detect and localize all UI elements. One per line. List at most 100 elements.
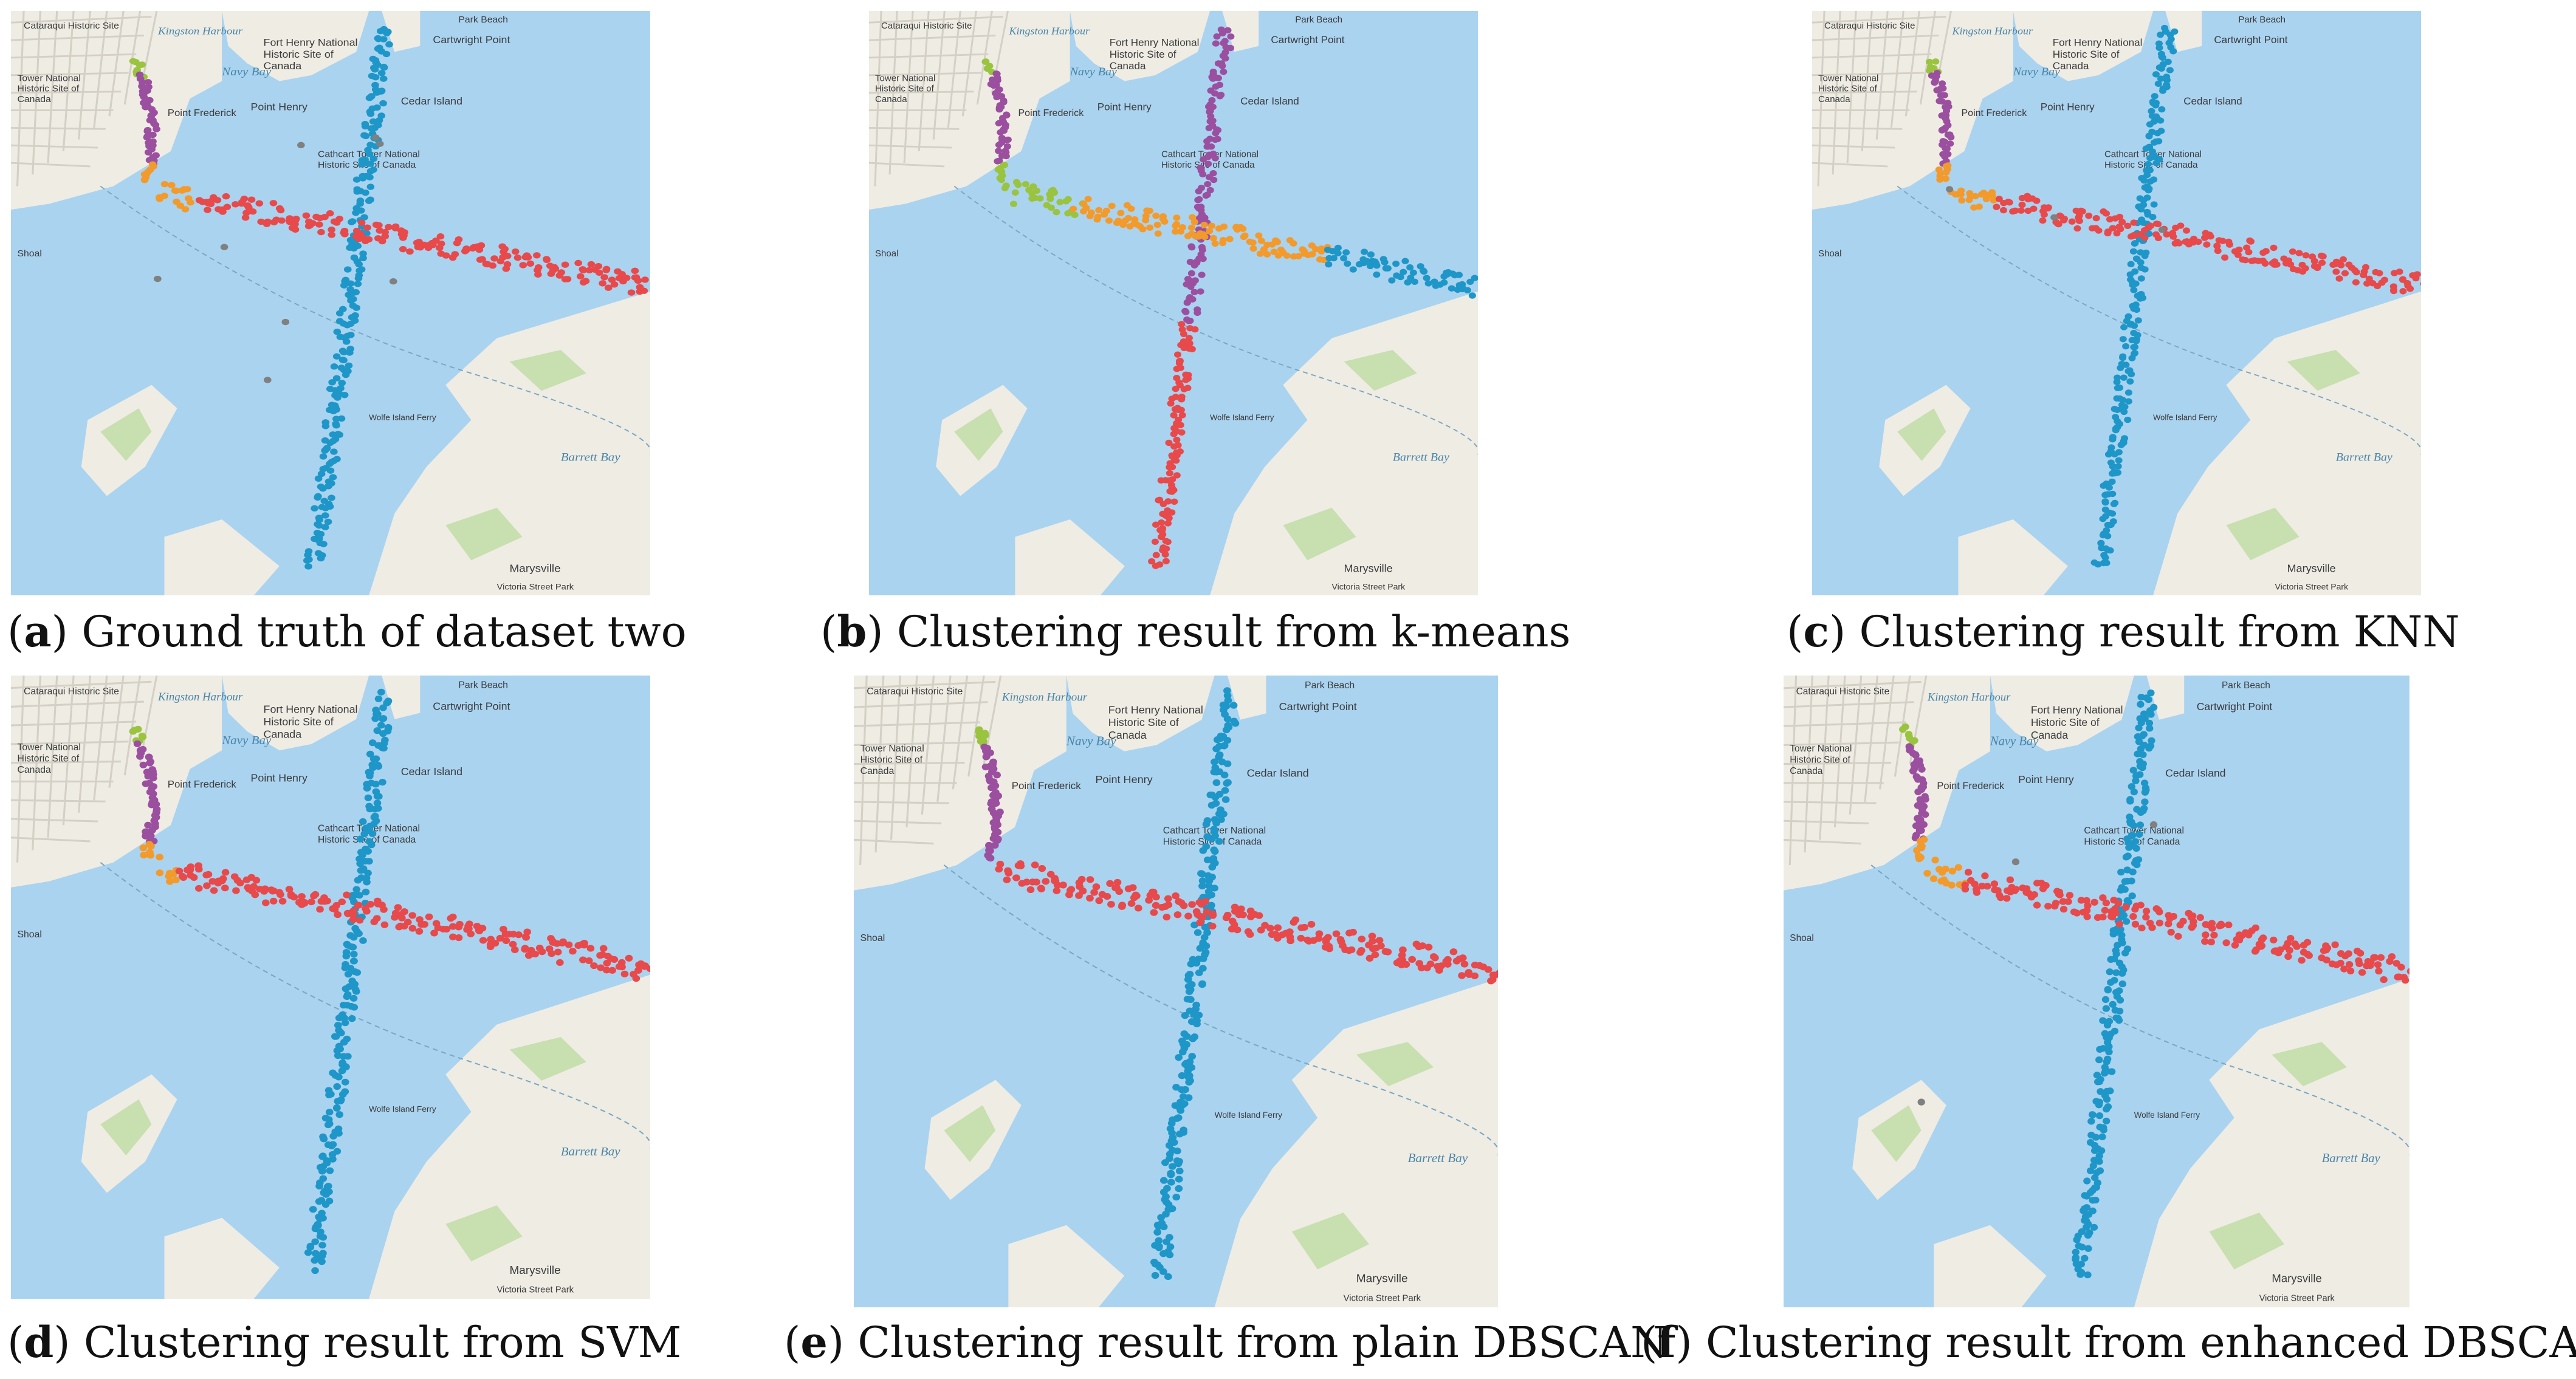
ais-point: [2080, 1205, 2089, 1213]
fort-henry-land: [1990, 676, 2134, 751]
park-area: [2287, 349, 2360, 391]
ais-point: [1198, 914, 1207, 921]
ais-point: [1290, 919, 1298, 926]
ais-point: [2122, 918, 2131, 925]
ais-point: [2100, 1070, 2109, 1077]
ais-point: [1195, 188, 1203, 195]
label-victoria-street: Victoria Street Park: [497, 582, 575, 591]
ais-point: [328, 494, 335, 501]
ais-point: [1357, 946, 1365, 954]
label-barrett-bay: Barrett Bay: [561, 1145, 621, 1158]
ais-point: [2042, 881, 2050, 889]
ais-point: [1912, 751, 1920, 759]
ais-point: [1186, 986, 1195, 993]
ais-point: [2117, 869, 2125, 876]
ais-point: [362, 824, 370, 832]
ais-point: [2129, 248, 2137, 255]
ais-point: [1182, 377, 1190, 383]
ais-point: [2137, 206, 2145, 213]
ais-point: [1165, 477, 1173, 484]
ais-point: [2066, 892, 2074, 899]
ais-point: [2140, 197, 2148, 204]
ais-point: [203, 882, 211, 889]
ais-point: [2097, 539, 2105, 546]
ais-point: [276, 207, 285, 214]
ais-point: [519, 262, 527, 269]
ais-point: [534, 264, 543, 271]
ais-point: [1190, 289, 1198, 296]
ais-point: [146, 852, 154, 859]
ais-point: [325, 1182, 332, 1190]
ais-point: [1053, 209, 1060, 216]
ais-point: [2126, 798, 2134, 805]
ais-point: [1286, 933, 1294, 941]
ais-point: [355, 930, 363, 937]
ais-point: [1931, 857, 1939, 864]
ais-point: [1176, 1107, 1185, 1114]
label-murney-tower: Historic Site of: [18, 84, 80, 94]
ais-point: [1184, 976, 1192, 983]
ais-point: [357, 867, 365, 874]
ais-point: [2137, 295, 2145, 302]
ais-point: [340, 349, 348, 355]
ais-point: [321, 524, 329, 531]
ais-point: [1117, 210, 1125, 216]
ais-point: [580, 942, 588, 949]
ais-point: [311, 891, 320, 898]
ais-point: [502, 265, 510, 272]
label-park-beach: Park Beach: [458, 15, 508, 25]
ais-point: [1200, 934, 1209, 941]
label-fort-henry: Historic Site of: [264, 716, 334, 728]
ais-point: [334, 1052, 342, 1059]
label-cartwright: Cartwright Point: [433, 700, 510, 713]
ais-point: [1158, 903, 1166, 911]
label-murney-tower: Historic Site of: [860, 755, 923, 765]
ais-point: [156, 869, 164, 877]
street: [1905, 11, 1920, 117]
ais-point: [2113, 378, 2121, 386]
ais-point: [326, 1167, 334, 1174]
ais-point: [337, 1097, 345, 1104]
ais-point: [597, 964, 605, 971]
label-kingston-harbour: Kingston Harbour: [1951, 25, 2033, 37]
ais-point: [1443, 960, 1452, 968]
ais-point: [2112, 1014, 2120, 1022]
ais-point: [2084, 1245, 2092, 1252]
ais-point: [2259, 249, 2267, 256]
ais-point: [1159, 501, 1167, 507]
ais-point: [343, 993, 351, 1001]
ais-point: [2154, 234, 2162, 242]
ais-point: [1440, 279, 1448, 286]
street: [1819, 676, 1830, 840]
label-park-beach: Park Beach: [2238, 15, 2286, 25]
ais-point: [2072, 1248, 2080, 1256]
ais-point: [1917, 827, 1925, 834]
label-fort-henry: Historic Site of: [2053, 49, 2120, 60]
ais-point: [2352, 269, 2360, 276]
ais-point: [2108, 478, 2116, 485]
ais-point: [1307, 920, 1316, 928]
street: [854, 820, 942, 824]
ais-point: [1159, 510, 1167, 518]
ais-point: [143, 128, 152, 135]
ais-point: [2059, 898, 2067, 905]
ais-point: [338, 1090, 347, 1098]
ais-point: [1071, 211, 1079, 219]
kingston-land: [11, 676, 222, 888]
label-point-frederick: Point Frederick: [1961, 108, 2027, 118]
park-area: [445, 507, 523, 561]
ais-point: [2284, 940, 2292, 947]
caption-text: Clustering result from KNN: [1859, 607, 2460, 657]
ais-point: [1223, 715, 1232, 723]
ais-point: [1086, 213, 1094, 219]
ais-point: [523, 928, 532, 936]
street: [1784, 838, 1861, 845]
street: [869, 126, 960, 130]
ais-point: [2103, 1058, 2111, 1066]
ais-point: [2340, 965, 2348, 973]
ais-point: [342, 953, 351, 960]
ais-point: [2099, 913, 2107, 921]
ais-point: [415, 239, 423, 245]
ais-point: [1070, 205, 1077, 213]
ais-point: [1107, 900, 1115, 908]
